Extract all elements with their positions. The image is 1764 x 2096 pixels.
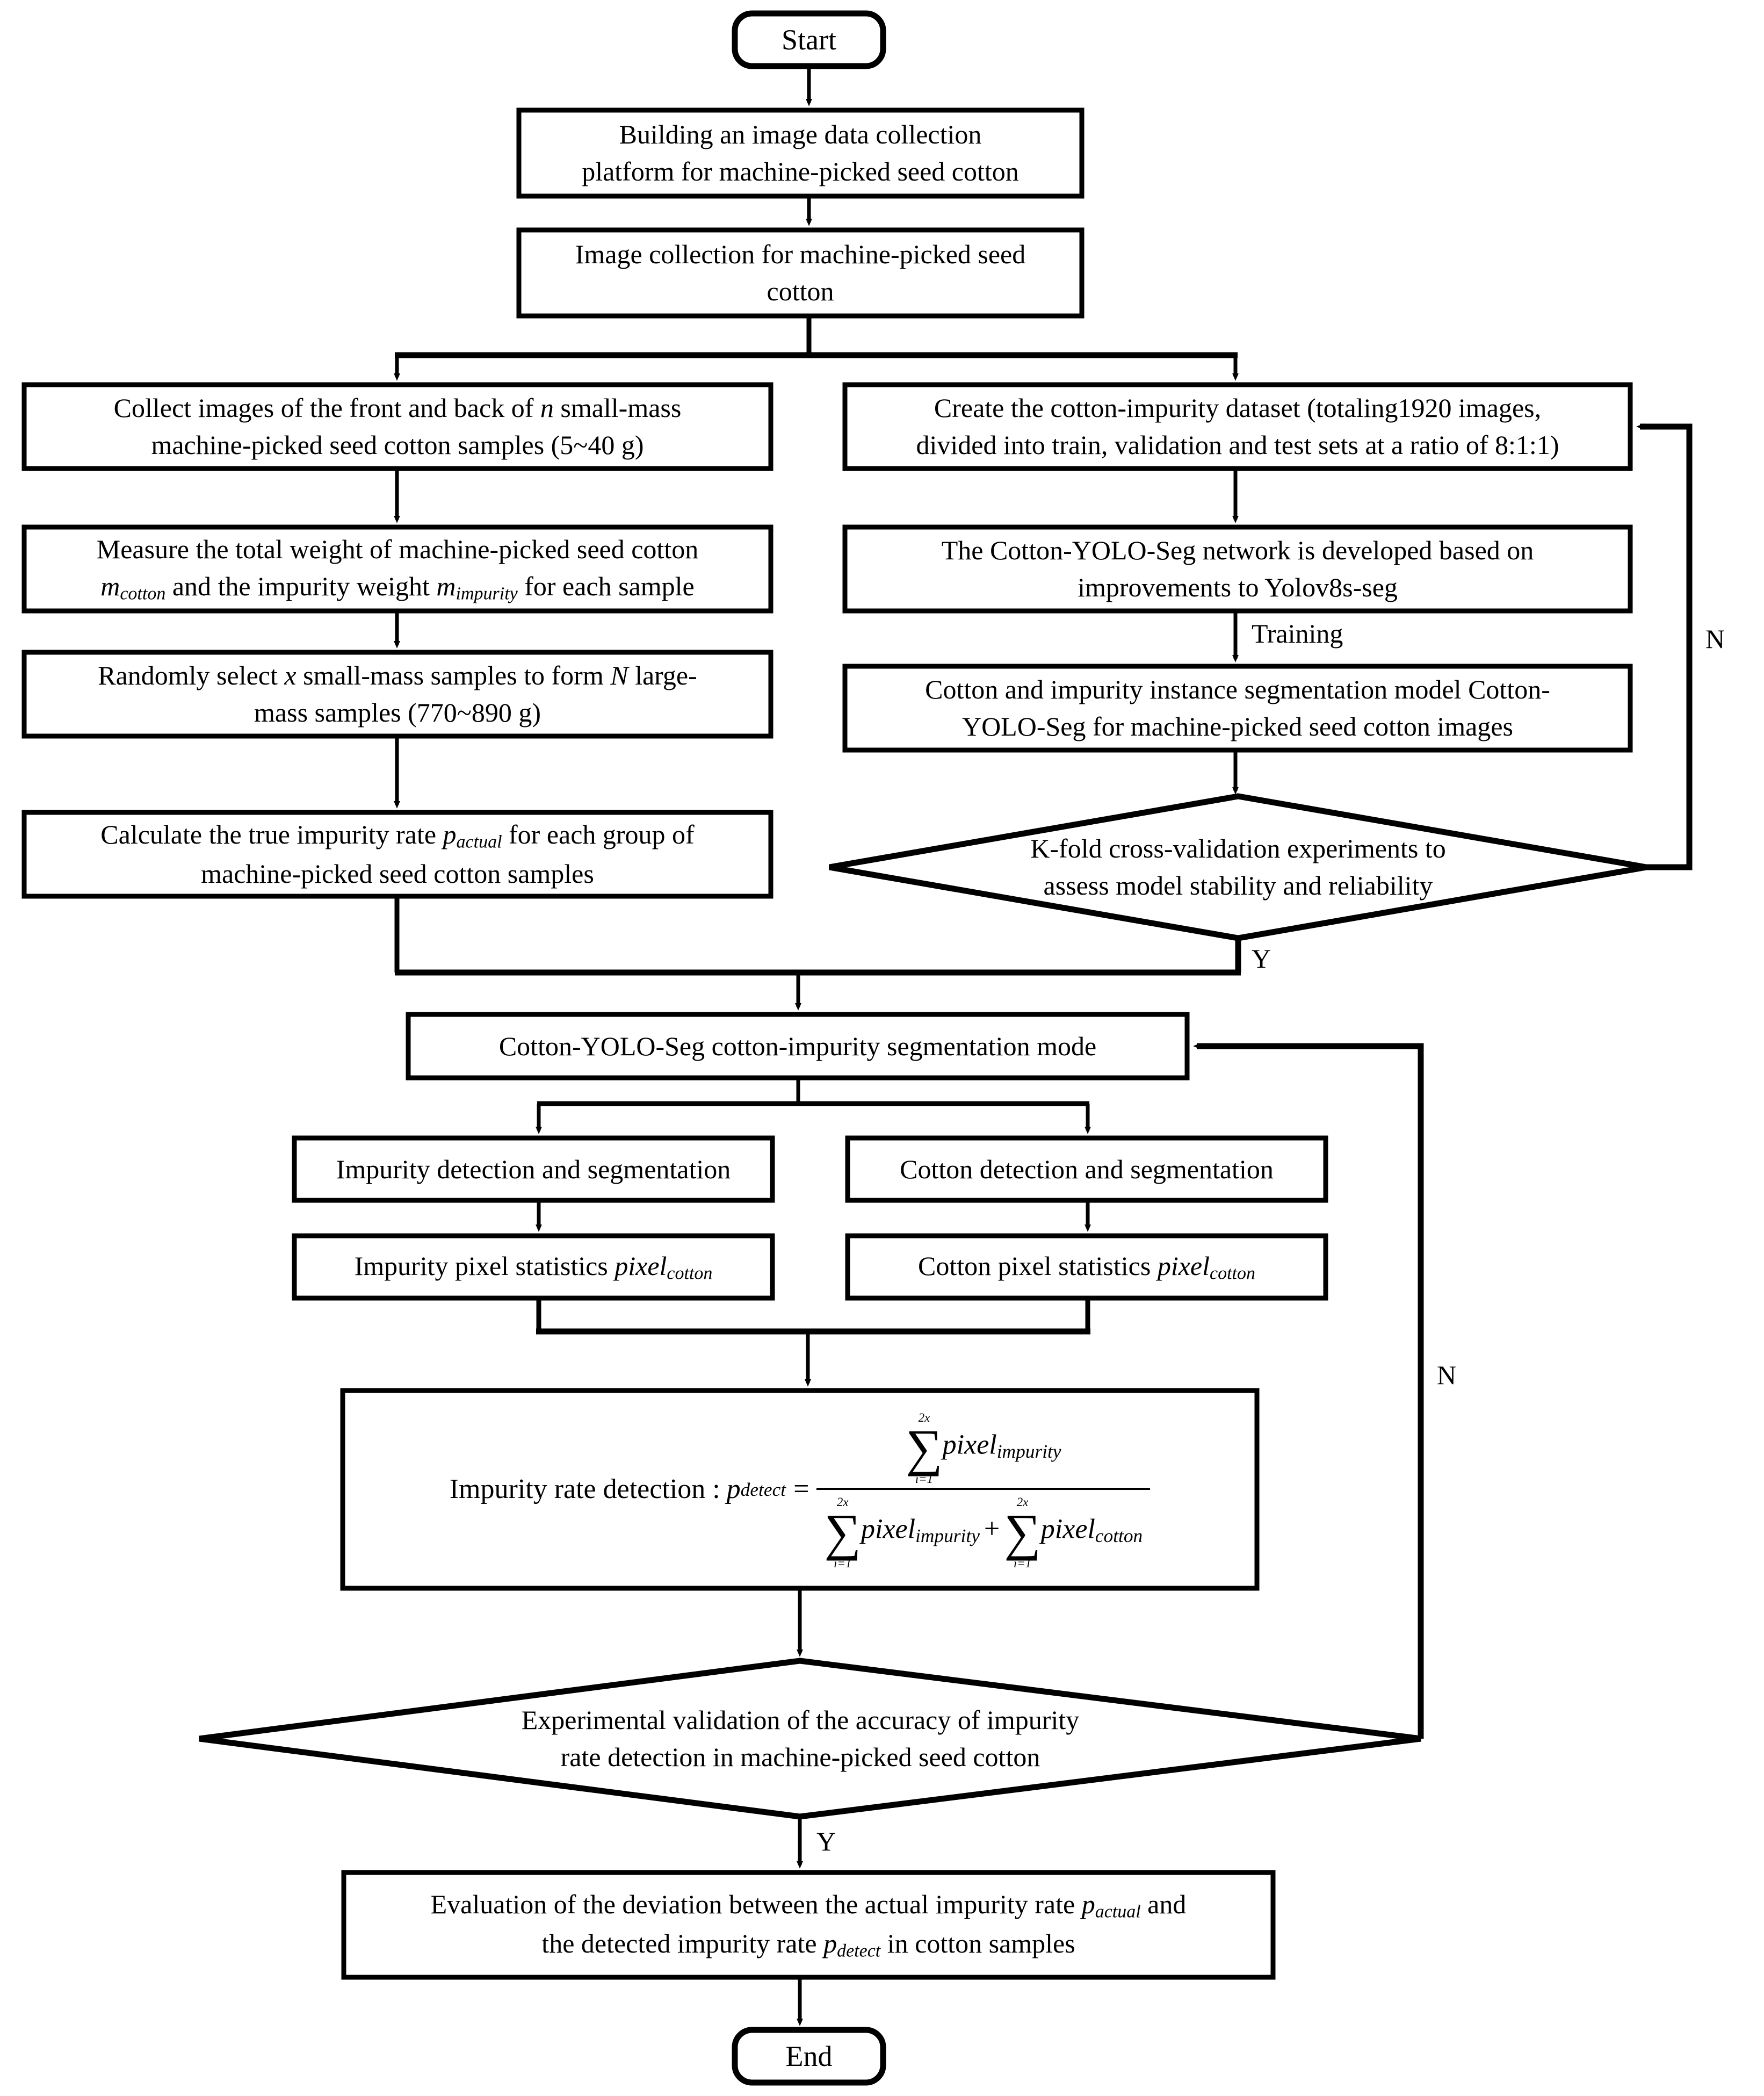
shape-collect-front-back xyxy=(21,382,773,471)
shape-build-platform xyxy=(516,107,1085,199)
edge-label-validation-no: N xyxy=(1437,1360,1457,1390)
shape-seg-mode xyxy=(406,1012,1190,1081)
shape-calc-true-rate xyxy=(21,810,773,899)
edge-label-kfold-no: N xyxy=(1705,624,1725,654)
edge-label-training: Training xyxy=(1252,618,1343,649)
shape-cotton-pixels xyxy=(845,1233,1328,1301)
shape-evaluation xyxy=(341,1870,1276,1980)
edge-label-kfold-yes: Y xyxy=(1252,943,1271,974)
shape-end xyxy=(732,2027,886,2086)
shape-impurity-pixels xyxy=(292,1233,775,1301)
edge-label-validation-yes: Y xyxy=(816,1826,836,1856)
edge-kfold-no-loop xyxy=(1636,423,1693,870)
shape-impurity-detection xyxy=(292,1135,775,1203)
shape-cotton-detection xyxy=(845,1135,1328,1203)
shape-network-developed xyxy=(842,524,1633,614)
shape-start xyxy=(732,10,886,69)
edge-validation-no-loop xyxy=(1193,1043,1424,1739)
shape-seg-model xyxy=(842,664,1633,753)
shape-kfold-decision xyxy=(829,793,1647,941)
shape-random-select xyxy=(21,650,773,739)
shape-image-collection xyxy=(516,227,1085,319)
shape-create-dataset xyxy=(842,382,1633,471)
shape-measure-weight xyxy=(21,524,773,614)
shape-formula-box xyxy=(340,1388,1260,1591)
shape-validation-decision xyxy=(199,1658,1421,1820)
